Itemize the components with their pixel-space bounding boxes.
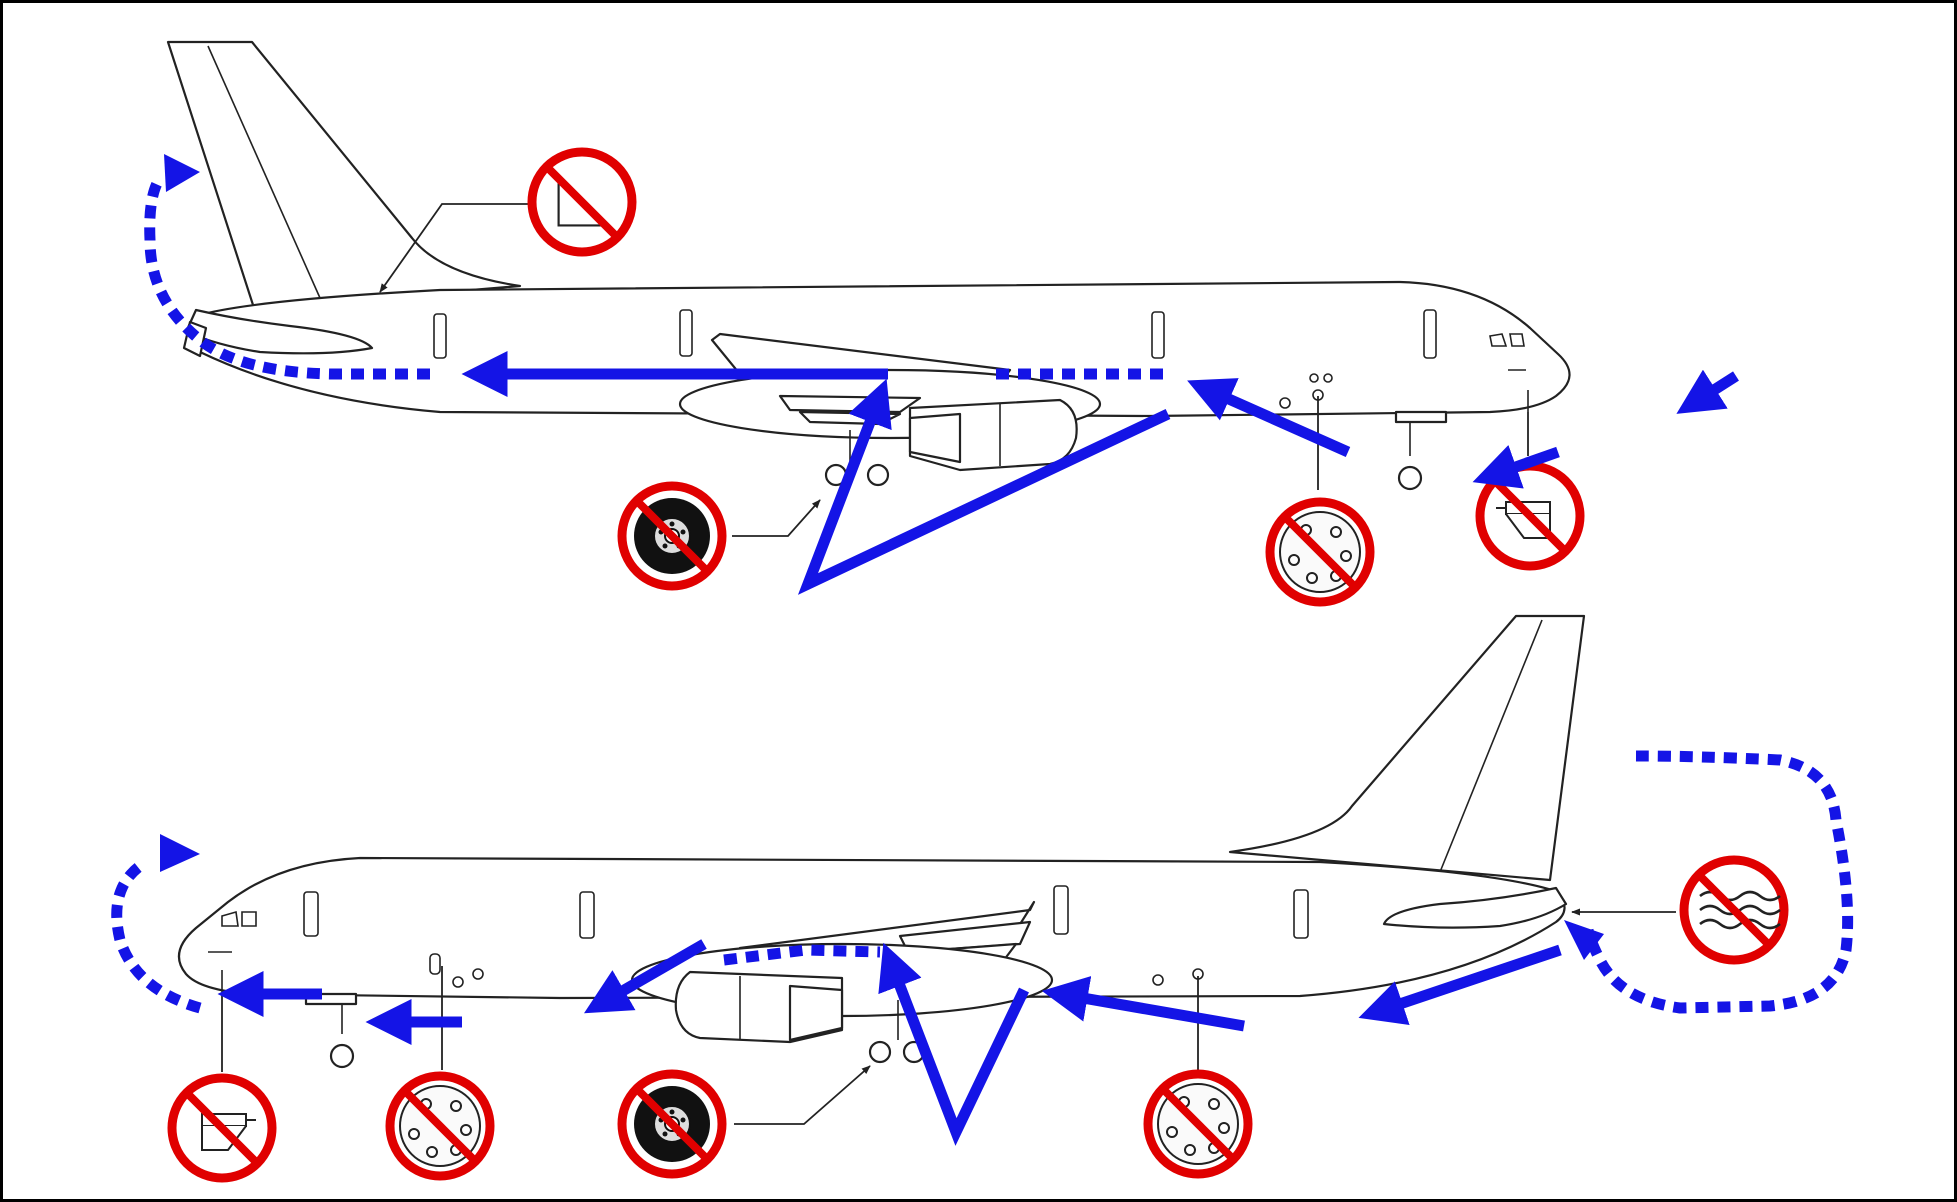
vertical-stabilizer <box>166 40 522 310</box>
solid-flow-arrow <box>583 939 707 1014</box>
pitot-prohibited-icon <box>1480 466 1580 566</box>
leader-line <box>732 499 821 537</box>
static-port-prohibited-icon <box>1270 502 1370 602</box>
door-window <box>679 309 693 357</box>
flow-arrows-bottom <box>111 750 1854 1146</box>
door-window <box>1293 889 1309 939</box>
vertical-stabilizer <box>1228 614 1586 882</box>
main-gear-wheel <box>868 1040 892 1064</box>
nose-gear-wheel <box>1397 465 1423 491</box>
fuselage <box>177 856 1566 1000</box>
solid-flow-arrow <box>1676 369 1739 414</box>
flow-arrows-top <box>144 154 1739 595</box>
solid-flow-arrow <box>1041 975 1245 1032</box>
exhaust-prohibited-icon <box>1684 860 1784 960</box>
door-window <box>433 313 447 359</box>
leader-line <box>734 1065 871 1125</box>
dotted-flow-path <box>144 174 430 380</box>
nose-gear-wheel <box>329 1043 355 1069</box>
solid-flow-arrow <box>878 942 1029 1146</box>
solid-flow-arrow <box>1187 378 1351 458</box>
door-window <box>1053 885 1069 935</box>
static-port-prohibited-icon <box>390 1076 490 1176</box>
arrowhead-icon <box>160 834 200 872</box>
pitot-prohibited-icon <box>172 1078 272 1178</box>
door-window <box>1151 311 1165 359</box>
static-port-prohibited-icon <box>1148 1074 1248 1174</box>
dotted-flow-path <box>723 944 881 966</box>
wheel-prohibited-icon <box>622 1074 722 1174</box>
aircraft-side-view-right <box>177 614 1586 1069</box>
dotted-flow-path <box>1582 750 1854 1014</box>
arrowhead-icon <box>164 154 200 192</box>
wheel-prohibited-icon <box>622 486 722 586</box>
leader-line <box>379 203 528 293</box>
horizontal-stabilizer <box>184 308 374 355</box>
door-window <box>579 891 595 939</box>
door-window <box>303 891 319 937</box>
solid-flow-arrow <box>1472 444 1560 489</box>
solid-flow-arrow <box>797 378 1171 595</box>
horizontal-stabilizer <box>1382 886 1568 929</box>
arrowhead-icon <box>1564 920 1604 960</box>
vent-prohibited-icon <box>532 152 632 252</box>
door-window <box>1423 309 1437 359</box>
solid-flow-arrow <box>1358 944 1562 1026</box>
